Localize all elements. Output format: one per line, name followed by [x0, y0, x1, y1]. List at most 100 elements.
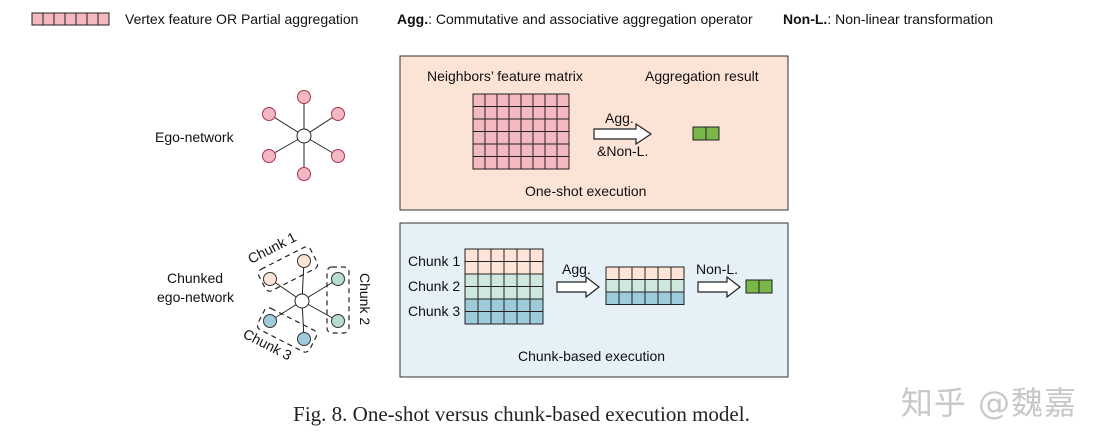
- neighbor-node: [331, 314, 345, 328]
- matrix-cell: [520, 131, 534, 145]
- matrix-cell: [484, 118, 498, 132]
- neighbor-node: [297, 90, 311, 104]
- matrix-cell: [484, 93, 498, 107]
- legend-vertex-swatch: [31, 12, 110, 26]
- chunk-1-outline: [257, 246, 319, 292]
- matrix-cell: [496, 131, 510, 145]
- partial-aggregation-matrix: [605, 266, 685, 305]
- matrix-cell: [520, 106, 534, 120]
- chunk-result-vector: [745, 279, 773, 294]
- chunked-feature-matrix: [464, 248, 544, 325]
- chunked-matrix-cell: [516, 261, 531, 275]
- chunked-matrix-cell: [503, 261, 518, 275]
- matrix-cell: [472, 131, 486, 145]
- chunked-matrix-cell: [516, 286, 531, 300]
- matrix-cell: [556, 156, 570, 170]
- chunked-matrix-cell: [503, 311, 518, 325]
- chunked-matrix-cell: [477, 286, 492, 300]
- nonl-arrow-label: Non-L.: [696, 261, 738, 277]
- matrix-cell: [520, 93, 534, 107]
- partial-matrix-cell: [618, 266, 633, 280]
- matrix-cell: [508, 106, 522, 120]
- legend-vertex-label: Vertex feature OR Partial aggregation: [125, 11, 358, 27]
- result-cell: [692, 126, 707, 141]
- chunked-matrix-cell: [516, 311, 531, 325]
- ego-network-graph: [262, 90, 345, 181]
- neighbor-node: [297, 167, 311, 181]
- chunked-matrix-cell: [477, 311, 492, 325]
- neighbor-node: [331, 272, 345, 286]
- chunked-matrix-cell: [529, 286, 544, 300]
- partial-matrix-cell: [605, 291, 620, 305]
- chunked-matrix-cell: [490, 298, 505, 312]
- matrix-cell: [532, 106, 546, 120]
- matrix-cell: [484, 131, 498, 145]
- legend-nonl-desc: : Non-linear transformation: [827, 11, 993, 27]
- neighbor-node: [297, 332, 311, 346]
- chunked-matrix-cell: [529, 261, 544, 275]
- agg-arrow-label: Agg.: [562, 261, 591, 277]
- matrix-cell: [544, 106, 558, 120]
- chunked-matrix-cell: [490, 273, 505, 287]
- legend-swatch-cell: [42, 12, 55, 26]
- chunked-matrix-cell: [464, 261, 479, 275]
- agg-nonl-arrow: [593, 122, 653, 146]
- legend-swatch-cell: [97, 12, 110, 26]
- legend-agg-key: Agg.: [397, 11, 428, 27]
- chunked-matrix-cell: [490, 261, 505, 275]
- matrix-cell: [508, 118, 522, 132]
- partial-matrix-cell: [618, 279, 633, 293]
- partial-matrix-cell: [644, 266, 659, 280]
- matrix-cell: [532, 118, 546, 132]
- partial-matrix-cell: [657, 291, 672, 305]
- agg-arrow: [556, 275, 600, 299]
- arrow-label-nonl: &Non-L.: [597, 143, 648, 159]
- legend-swatch-cell: [64, 12, 77, 26]
- neighbor-node: [331, 107, 345, 121]
- legend-swatch-cell: [31, 12, 44, 26]
- partial-matrix-cell: [644, 291, 659, 305]
- chunked-matrix-cell: [516, 273, 531, 287]
- matrix-cell: [544, 156, 558, 170]
- matrix-cell: [484, 106, 498, 120]
- matrix-cell: [532, 143, 546, 157]
- matrix-cell: [472, 156, 486, 170]
- matrix-cell: [520, 156, 534, 170]
- legend-nonl-text: Non-L.: Non-linear transformation: [783, 11, 993, 27]
- matrix-cell: [496, 156, 510, 170]
- nonl-arrow: [697, 275, 741, 299]
- matrix-chunk2-label: Chunk 2: [408, 278, 460, 294]
- chunked-matrix-cell: [477, 248, 492, 262]
- matrix-cell: [556, 118, 570, 132]
- matrix-cell: [520, 143, 534, 157]
- figure-caption: Fig. 8. One-shot versus chunk-based exec…: [293, 402, 750, 426]
- graph-chunk2-label: Chunk 2: [357, 273, 373, 325]
- neighbor-node: [263, 272, 277, 286]
- neighbor-node: [297, 254, 311, 268]
- graph-chunk1-label: Chunk 1: [245, 229, 299, 267]
- chunked-matrix-cell: [490, 286, 505, 300]
- chunked-matrix-cell: [516, 248, 531, 262]
- chunked-matrix-cell: [516, 298, 531, 312]
- chunked-matrix-cell: [503, 248, 518, 262]
- matrix-cell: [496, 143, 510, 157]
- matrix-cell: [532, 156, 546, 170]
- matrix-chunk1-label: Chunk 1: [408, 253, 460, 269]
- partial-matrix-cell: [670, 266, 685, 280]
- matrix-cell: [472, 106, 486, 120]
- partial-matrix-cell: [631, 266, 646, 280]
- partial-matrix-cell: [670, 279, 685, 293]
- aggregation-result-vector: [692, 126, 720, 141]
- partial-matrix-cell: [631, 279, 646, 293]
- center-node: [294, 293, 310, 309]
- matrix-cell: [556, 143, 570, 157]
- matrix-cell: [508, 156, 522, 170]
- legend-agg-desc: : Commutative and associative aggregatio…: [428, 11, 753, 27]
- chunked-matrix-cell: [477, 273, 492, 287]
- partial-matrix-cell: [605, 279, 620, 293]
- arrow-label-agg: Agg.: [605, 110, 634, 126]
- partial-matrix-cell: [657, 279, 672, 293]
- legend-nonl-key: Non-L.: [783, 11, 827, 27]
- matrix-chunk3-label: Chunk 3: [408, 303, 460, 319]
